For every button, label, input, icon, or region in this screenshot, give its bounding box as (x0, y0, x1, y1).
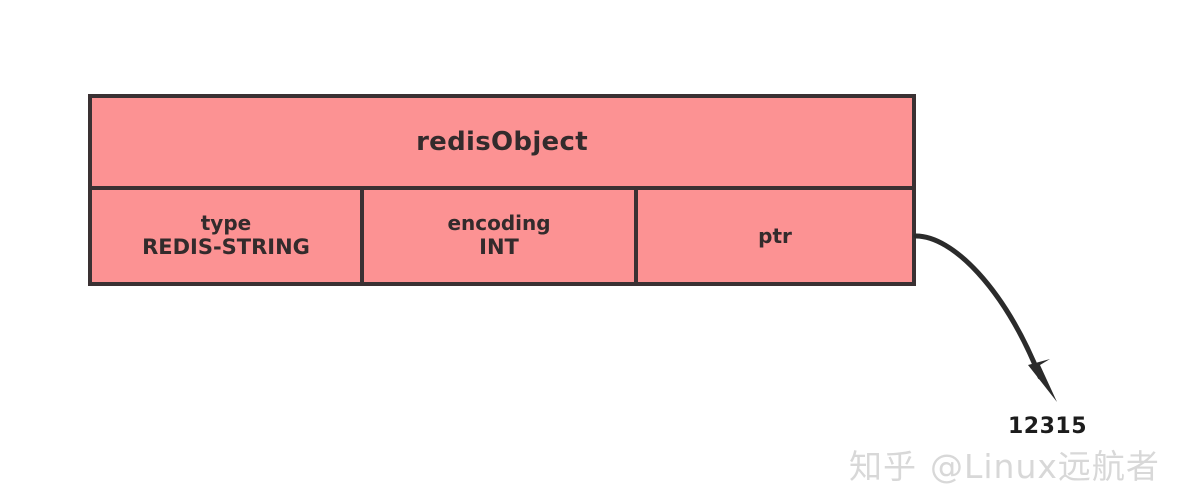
redis-object-fields-row: type REDIS-STRING encoding INT ptr (92, 190, 912, 282)
watermark-handle-label: @Linux远航者 (930, 447, 1160, 486)
ptr-arrow-head (1028, 359, 1057, 402)
redis-object-title: redisObject (92, 98, 912, 190)
ptr-arrow-curve (913, 233, 1043, 380)
redis-object-table: redisObject type REDIS-STRING encoding I… (88, 94, 916, 286)
field-label-ptr: ptr (758, 223, 792, 248)
watermark-site-label: 知乎 (849, 447, 917, 486)
field-cell-ptr: ptr (638, 190, 912, 282)
ptr-arrow-icon (913, 233, 1057, 402)
field-value-type: REDIS-STRING (142, 235, 310, 260)
field-value-encoding: INT (479, 235, 519, 260)
field-cell-type: type REDIS-STRING (92, 190, 364, 282)
field-label-encoding: encoding (447, 211, 551, 235)
field-cell-encoding: encoding INT (364, 190, 638, 282)
zhihu-watermark: 知乎 @Linux远航者 (849, 440, 1160, 488)
field-label-type: type (200, 211, 252, 235)
pointer-target-value: 12315 (1008, 414, 1088, 439)
